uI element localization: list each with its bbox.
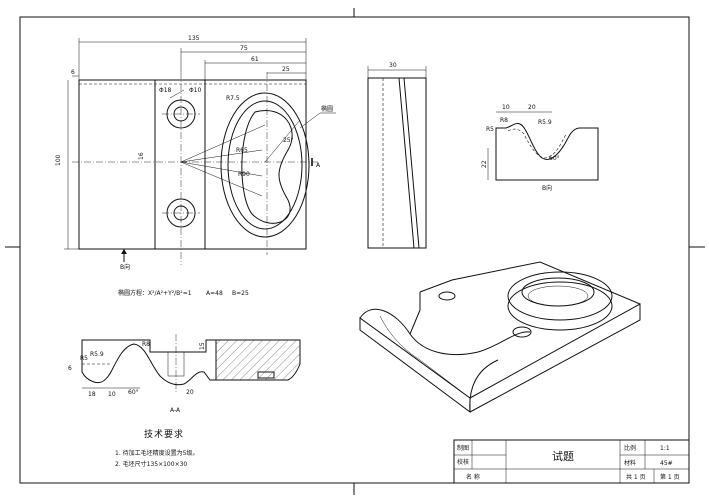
dim-6: 6 <box>71 69 75 76</box>
b-view-title: B向 <box>542 184 552 192</box>
ellipse-equation-text: 椭圆方程：X²/A²+Y²/B²=1 <box>118 289 192 297</box>
dim-75: 75 <box>240 45 248 52</box>
sheets-total: 共 1 页 <box>626 473 646 481</box>
dim-61: 61 <box>251 56 259 63</box>
upper-hole <box>162 99 200 129</box>
ellipse-equation: 椭圆方程：X²/A²+Y²/B²=1 A=48 B=25 <box>118 289 249 297</box>
sheet-border <box>19 16 690 484</box>
material-value: 45# <box>660 460 673 467</box>
centering-marks <box>5 8 705 495</box>
s-dim-r59: R5.9 <box>90 351 104 358</box>
drawing-title: 试题 <box>552 450 574 463</box>
radius-construction <box>180 119 301 197</box>
section-a-a: R5.9 R8 R5 6 20 60° 18 10 15 A-A <box>68 334 301 414</box>
lower-hole <box>162 198 200 228</box>
s-dim-60: 60° <box>128 389 139 396</box>
sheet-number: 第 1 页 <box>660 473 680 481</box>
s-dim-r8: R8 <box>142 341 150 348</box>
material-label: 材料 <box>624 459 636 467</box>
notes-heading: 技术要求 <box>144 428 184 440</box>
front-dimensions: 135 75 61 25 100 16 6 Φ18 Φ10 R7.5 R65 R… <box>55 35 336 271</box>
b-dim-60: 60° <box>549 155 560 162</box>
ellipse-a: A=48 <box>206 290 223 297</box>
dim-r65: R65 <box>236 147 248 154</box>
dim-overall-width: 135 <box>188 35 200 42</box>
front-outline <box>78 79 307 250</box>
view-b-arrow-label: B向 <box>120 263 130 271</box>
drawn-label: 制图 <box>457 444 469 452</box>
section-mark-a: A <box>316 162 321 169</box>
dim-16: 16 <box>138 152 145 160</box>
ellipse-leader-label: 椭圆 <box>321 105 333 113</box>
scale-label: 比例 <box>624 444 636 452</box>
s-dim-18: 18 <box>88 391 96 398</box>
b-dim-r8: R8 <box>500 117 508 124</box>
b-dim-20: 20 <box>528 104 536 111</box>
dim-angle-25: 25° <box>283 137 294 144</box>
iso-ellipse-boss <box>507 271 613 331</box>
s-dim-r5: R5 <box>80 355 88 362</box>
s-dim-15: 15 <box>199 342 206 350</box>
name-label: 名 称 <box>466 473 480 481</box>
dim-hole-d10: Φ10 <box>189 87 202 94</box>
notes-item-1: 1. 待加工毛坯精度设置为5级。 <box>115 449 198 457</box>
b-dim-10: 10 <box>502 104 510 111</box>
b-dim-r59: R5.9 <box>538 119 552 126</box>
scale-value: 1:1 <box>660 445 670 452</box>
section-hatch <box>216 340 300 380</box>
checked-label: 校核 <box>457 458 469 466</box>
ellipse-b: B=25 <box>232 290 249 297</box>
b-dim-r5: R5 <box>486 126 494 133</box>
s-dim-6: 6 <box>68 365 72 372</box>
title-block: 制图 校核 名 称 试题 比例 1:1 材料 45# 共 1 页 第 1 页 <box>453 439 690 484</box>
section-title: A-A <box>170 407 181 414</box>
b-dim-22: 22 <box>481 160 488 168</box>
notes-item-2: 2. 毛坯尺寸135×100×30 <box>115 460 187 468</box>
dim-side-width: 30 <box>389 62 397 69</box>
dim-height: 100 <box>55 154 62 166</box>
technical-notes: 技术要求 1. 待加工毛坯精度设置为5级。 2. 毛坯尺寸135×100×30 <box>115 428 198 468</box>
s-dim-10: 10 <box>108 391 116 398</box>
side-outline <box>367 77 427 249</box>
side-view: 30 <box>367 62 427 249</box>
dim-25: 25 <box>282 66 290 73</box>
dim-r90: R90 <box>238 171 250 178</box>
dim-r75: R7.5 <box>226 95 240 102</box>
front-view: 135 75 61 25 100 16 6 Φ18 Φ10 R7.5 R65 R… <box>55 35 336 271</box>
isometric-view <box>359 261 641 413</box>
dim-hole-d18: Φ18 <box>159 87 172 94</box>
s-dim-20: 20 <box>186 389 194 396</box>
b-view-profile <box>495 123 599 181</box>
ellipse-boss <box>220 92 310 238</box>
b-view: 10 20 R8 R5 R5.9 60° 22 B向 <box>481 104 599 192</box>
